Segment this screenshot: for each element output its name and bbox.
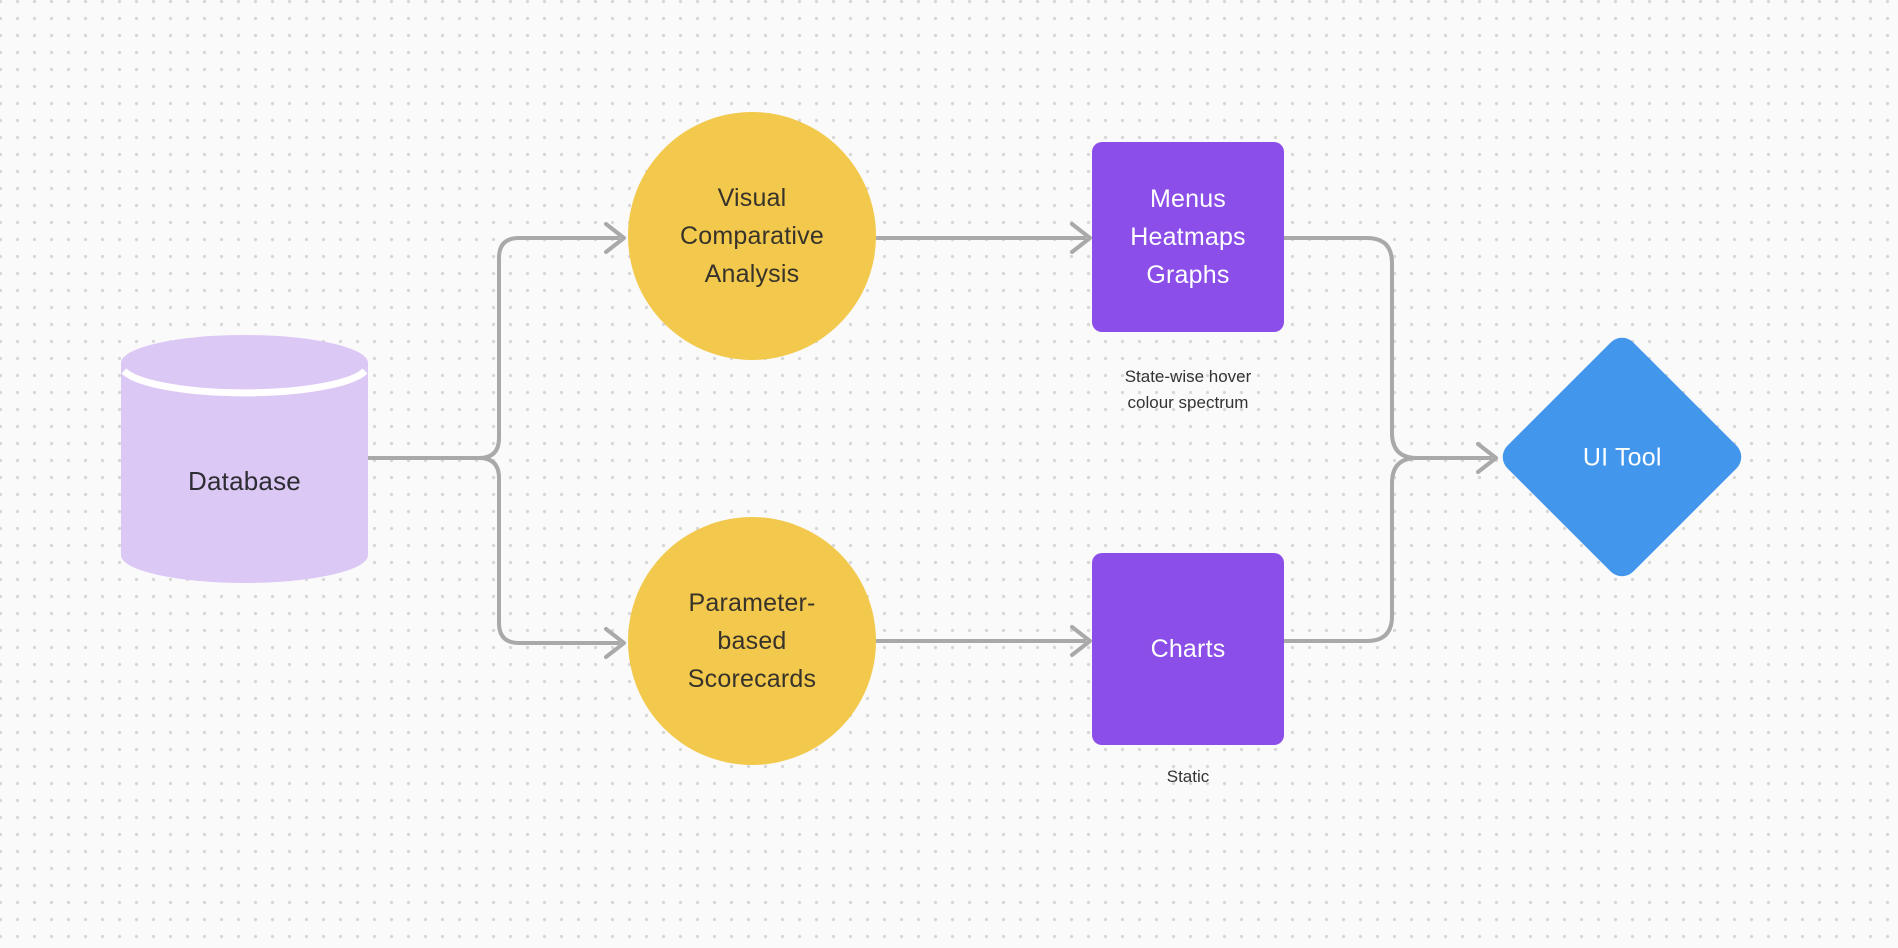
database-node[interactable]: Database (121, 335, 368, 583)
charts-node[interactable]: Charts (1092, 553, 1284, 745)
visual-comparative-analysis-label: Visual Comparative Analysis (680, 184, 824, 288)
arrowhead-to-analysis (604, 222, 626, 254)
connector-database-to-analysis (366, 236, 620, 460)
connector-charts-to-uitool (1283, 456, 1492, 643)
connector-database-to-scorecards (366, 456, 620, 645)
menus-heatmaps-graphs-label: Menus Heatmaps Graphs (1130, 185, 1246, 289)
ui-tool-label: UI Tool (1582, 442, 1662, 471)
menus-caption[interactable]: State-wise hover colour spectrum (1124, 367, 1252, 412)
database-cylinder-shape (121, 335, 368, 583)
database-label: Database (188, 466, 301, 496)
ui-tool-node[interactable]: UI Tool (1496, 331, 1748, 583)
charts-label: Charts (1150, 635, 1226, 663)
arrowhead-to-menus (1070, 222, 1092, 254)
charts-caption[interactable]: Static (1166, 767, 1210, 786)
parameter-based-scorecards-node[interactable]: Parameter- based Scorecards (628, 517, 876, 765)
visual-comparative-analysis-node[interactable]: Visual Comparative Analysis (628, 112, 876, 360)
arrowhead-to-charts (1070, 625, 1092, 657)
arrowhead-to-uitool (1476, 442, 1498, 474)
connector-menus-to-uitool (1283, 236, 1492, 460)
arrowhead-to-scorecards (604, 627, 626, 659)
menus-heatmaps-graphs-node[interactable]: Menus Heatmaps Graphs (1092, 142, 1284, 332)
parameter-based-scorecards-label: Parameter- based Scorecards (687, 589, 817, 693)
